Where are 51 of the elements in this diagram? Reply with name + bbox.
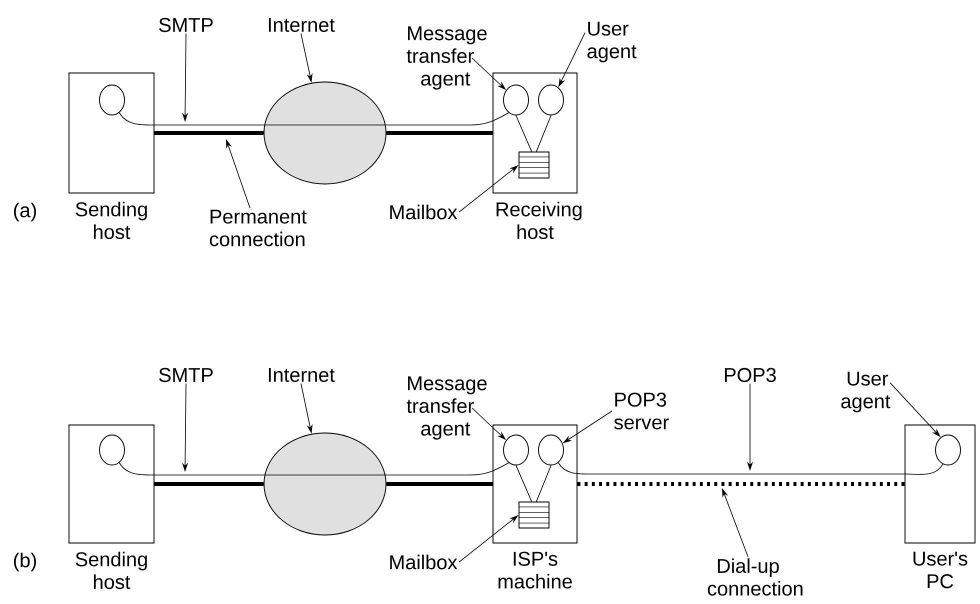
callout-label: Permanent connection [210,210,307,246]
computer-box: Sending host [68,72,154,240]
agent-circle [503,84,529,116]
mailbox-icon [518,152,550,178]
callout-label: Internet [268,368,335,382]
connection-line [384,112,510,126]
permanent-connection-line [386,131,493,135]
callout-label: Mailbox [390,204,458,220]
node-label: User's PC [914,552,968,588]
node-label: Receiving host [496,202,582,240]
connection-line [384,462,510,476]
agent-circle [99,84,125,116]
node-label: Sending host [76,552,147,590]
permanent-connection-line [386,482,493,486]
connection-line [516,465,532,502]
callout-label: Mailbox [390,554,458,570]
connection-line [536,465,552,502]
panel-label: (b) [14,552,36,572]
callout-label: User agent [841,372,890,412]
panel-label: (a) [14,202,36,222]
agent-circle [503,434,529,466]
callout-label: Internet [268,18,335,32]
computer-box: ISP's machine [492,424,578,589]
computer-box: Receiving host [492,72,582,240]
callout-label: Message transfer agent [406,376,487,440]
callout-label: User agent [587,22,636,62]
node-label: ISP's machine [498,552,572,589]
callout-label: POP3 [724,368,776,382]
callout-label: POP3 server [614,392,669,430]
network-ellipse [264,82,386,184]
callout-label: Dial-up connection [708,558,802,596]
network-ellipse [264,432,386,536]
computer-box: Sending host [68,424,154,590]
connection-line [516,115,532,152]
agent-circle [538,434,564,466]
connection-line [118,112,266,126]
callout-label: SMTP [159,368,213,382]
computer-box: User's PC [904,424,976,588]
agent-circle [935,434,961,466]
callout-label: SMTP [159,18,213,32]
permanent-connection-line [154,482,264,486]
node-label: Sending host [76,202,147,240]
callout-label: Message transfer agent [406,26,487,90]
connection-line [118,462,266,476]
dial-up-line [577,482,905,486]
agent-circle [99,434,125,466]
agent-circle [538,84,564,116]
permanent-connection-line [154,131,264,135]
mailbox-icon [518,502,550,528]
connection-line [536,115,552,152]
connection-line [558,462,944,475]
